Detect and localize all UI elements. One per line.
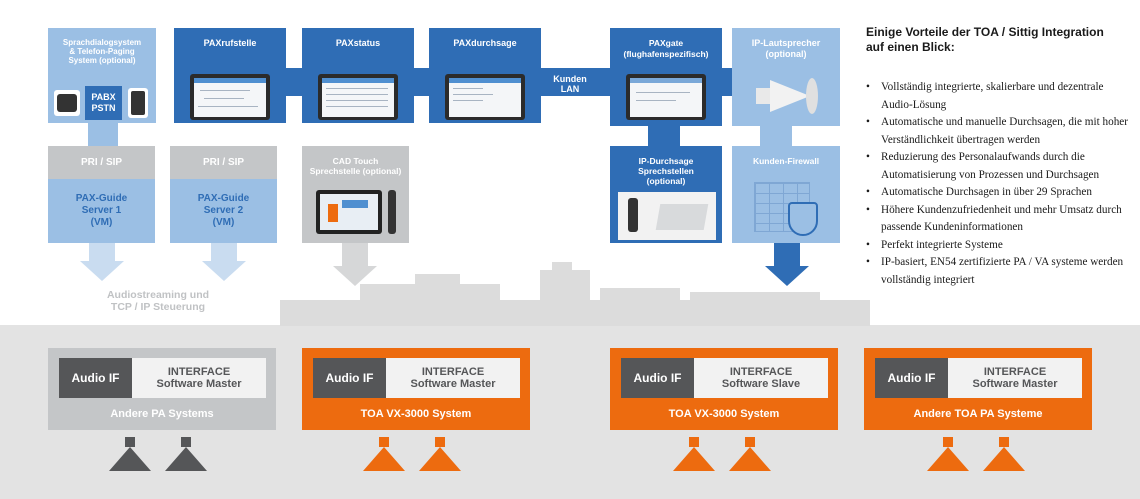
- system-box-4: Audio IF INTERFACE Software Master Ander…: [864, 348, 1092, 430]
- interface-label: INTERFACE Software Master: [948, 358, 1082, 398]
- laptop-icon: [190, 74, 270, 120]
- call-station-icon: [618, 192, 716, 240]
- ip-durchsage-box: IP-Durchsage Sprechstellen (optional): [610, 146, 722, 243]
- system-name: Andere TOA PA Systeme: [913, 408, 1043, 420]
- system-name: TOA VX-3000 System: [360, 408, 472, 420]
- audiostreaming-label: Audiostreaming und TCP / IP Steuerung: [106, 289, 210, 313]
- server1-label: PAX-Guide Server 1 (VM): [75, 193, 128, 228]
- audio-if-label: Audio IF: [59, 358, 132, 398]
- horn-speaker-icon: [756, 76, 820, 116]
- pri-sip-1-box: PRI / SIP: [48, 146, 155, 179]
- paxrufstelle-label: PAXrufstelle: [203, 38, 257, 48]
- pri-sip-1-label: PRI / SIP: [80, 157, 123, 168]
- system-name: Andere PA Systems: [110, 408, 214, 420]
- list-item: Vollständig integrierte, skalierbare und…: [866, 79, 1136, 114]
- advantages-list: Vollständig integrierte, skalierbare und…: [866, 79, 1136, 289]
- pabx-box: PABX PSTN: [85, 86, 122, 120]
- connector-pabx: [88, 122, 118, 146]
- ip-lautsprecher-box: IP-Lautsprecher (optional): [732, 28, 840, 126]
- system-box-1: Audio IF INTERFACE Software Master Ander…: [48, 348, 276, 430]
- touch-panel-icon: [316, 190, 382, 234]
- paxdurchsage-box: PAXdurchsage: [429, 28, 541, 123]
- ip-lautsprecher-label: IP-Lautsprecher (optional): [751, 38, 821, 59]
- server2-box: PAX-Guide Server 2 (VM): [170, 179, 277, 243]
- list-item: Höhere Kundenzufriedenheit und mehr Umsa…: [866, 202, 1136, 237]
- list-item: Automatische und manuelle Durchsagen, di…: [866, 114, 1136, 149]
- pri-sip-2-box: PRI / SIP: [170, 146, 277, 179]
- mobile-phone-icon: [128, 88, 148, 118]
- ip-durchsage-label: IP-Durchsage Sprechstellen (optional): [638, 156, 694, 186]
- paxdurchsage-label: PAXdurchsage: [453, 38, 517, 48]
- pri-sip-2-label: PRI / SIP: [202, 157, 245, 168]
- system-box-2: Audio IF INTERFACE Software Master TOA V…: [302, 348, 530, 430]
- phone-icon: [54, 90, 80, 116]
- paxgate-box: PAXgate (flughafenspezifisch): [610, 28, 722, 126]
- kunden-lan-label: Kunden LAN: [553, 74, 587, 94]
- advantages-title: Einige Vorteile der TOA / Sittig Integra…: [866, 25, 1104, 54]
- firewall-box: Kunden-Firewall: [732, 146, 840, 243]
- list-item: Automatische Durchsagen in über 29 Sprac…: [866, 184, 1136, 202]
- paxstatus-box: PAXstatus: [302, 28, 414, 123]
- sprachdialog-box: Sprachdialogsystem & Telefon-Paging Syst…: [48, 28, 156, 123]
- laptop-icon: [445, 74, 525, 120]
- laptop-icon: [626, 74, 706, 120]
- connector-gate: [648, 126, 680, 146]
- interface-label: INTERFACE Software Master: [132, 358, 266, 398]
- server2-label: PAX-Guide Server 2 (VM): [197, 193, 250, 228]
- paxstatus-label: PAXstatus: [335, 38, 381, 48]
- interface-label: INTERFACE Software Slave: [694, 358, 828, 398]
- paxrufstelle-box: PAXrufstelle: [174, 28, 286, 123]
- firewall-label: Kunden-Firewall: [752, 156, 820, 166]
- audio-if-label: Audio IF: [875, 358, 948, 398]
- server1-box: PAX-Guide Server 1 (VM): [48, 179, 155, 243]
- connector-speaker: [760, 126, 792, 146]
- shield-icon: [788, 202, 818, 236]
- cad-touch-label: CAD Touch Sprechstelle (optional): [309, 156, 402, 176]
- advantages-panel: Einige Vorteile der TOA / Sittig Integra…: [866, 25, 1136, 289]
- list-item: Reduzierung des Personalaufwands durch d…: [866, 149, 1136, 184]
- interface-label: INTERFACE Software Master: [386, 358, 520, 398]
- system-name: TOA VX-3000 System: [668, 408, 780, 420]
- paxgate-label: PAXgate (flughafenspezifisch): [623, 38, 709, 59]
- audio-if-label: Audio IF: [621, 358, 694, 398]
- sprachdialog-label: Sprachdialogsystem & Telefon-Paging Syst…: [62, 38, 142, 65]
- audio-if-label: Audio IF: [313, 358, 386, 398]
- list-item: Perfekt integrierte Systeme: [866, 237, 1136, 255]
- cad-touch-box: CAD Touch Sprechstelle (optional): [302, 146, 409, 243]
- laptop-icon: [318, 74, 398, 120]
- list-item: IP-basiert, EN54 zertifizierte PA / VA s…: [866, 254, 1136, 289]
- pabx-label: PABX PSTN: [91, 92, 116, 113]
- system-box-3: Audio IF INTERFACE Software Slave TOA VX…: [610, 348, 838, 430]
- microphone-icon: [388, 190, 396, 234]
